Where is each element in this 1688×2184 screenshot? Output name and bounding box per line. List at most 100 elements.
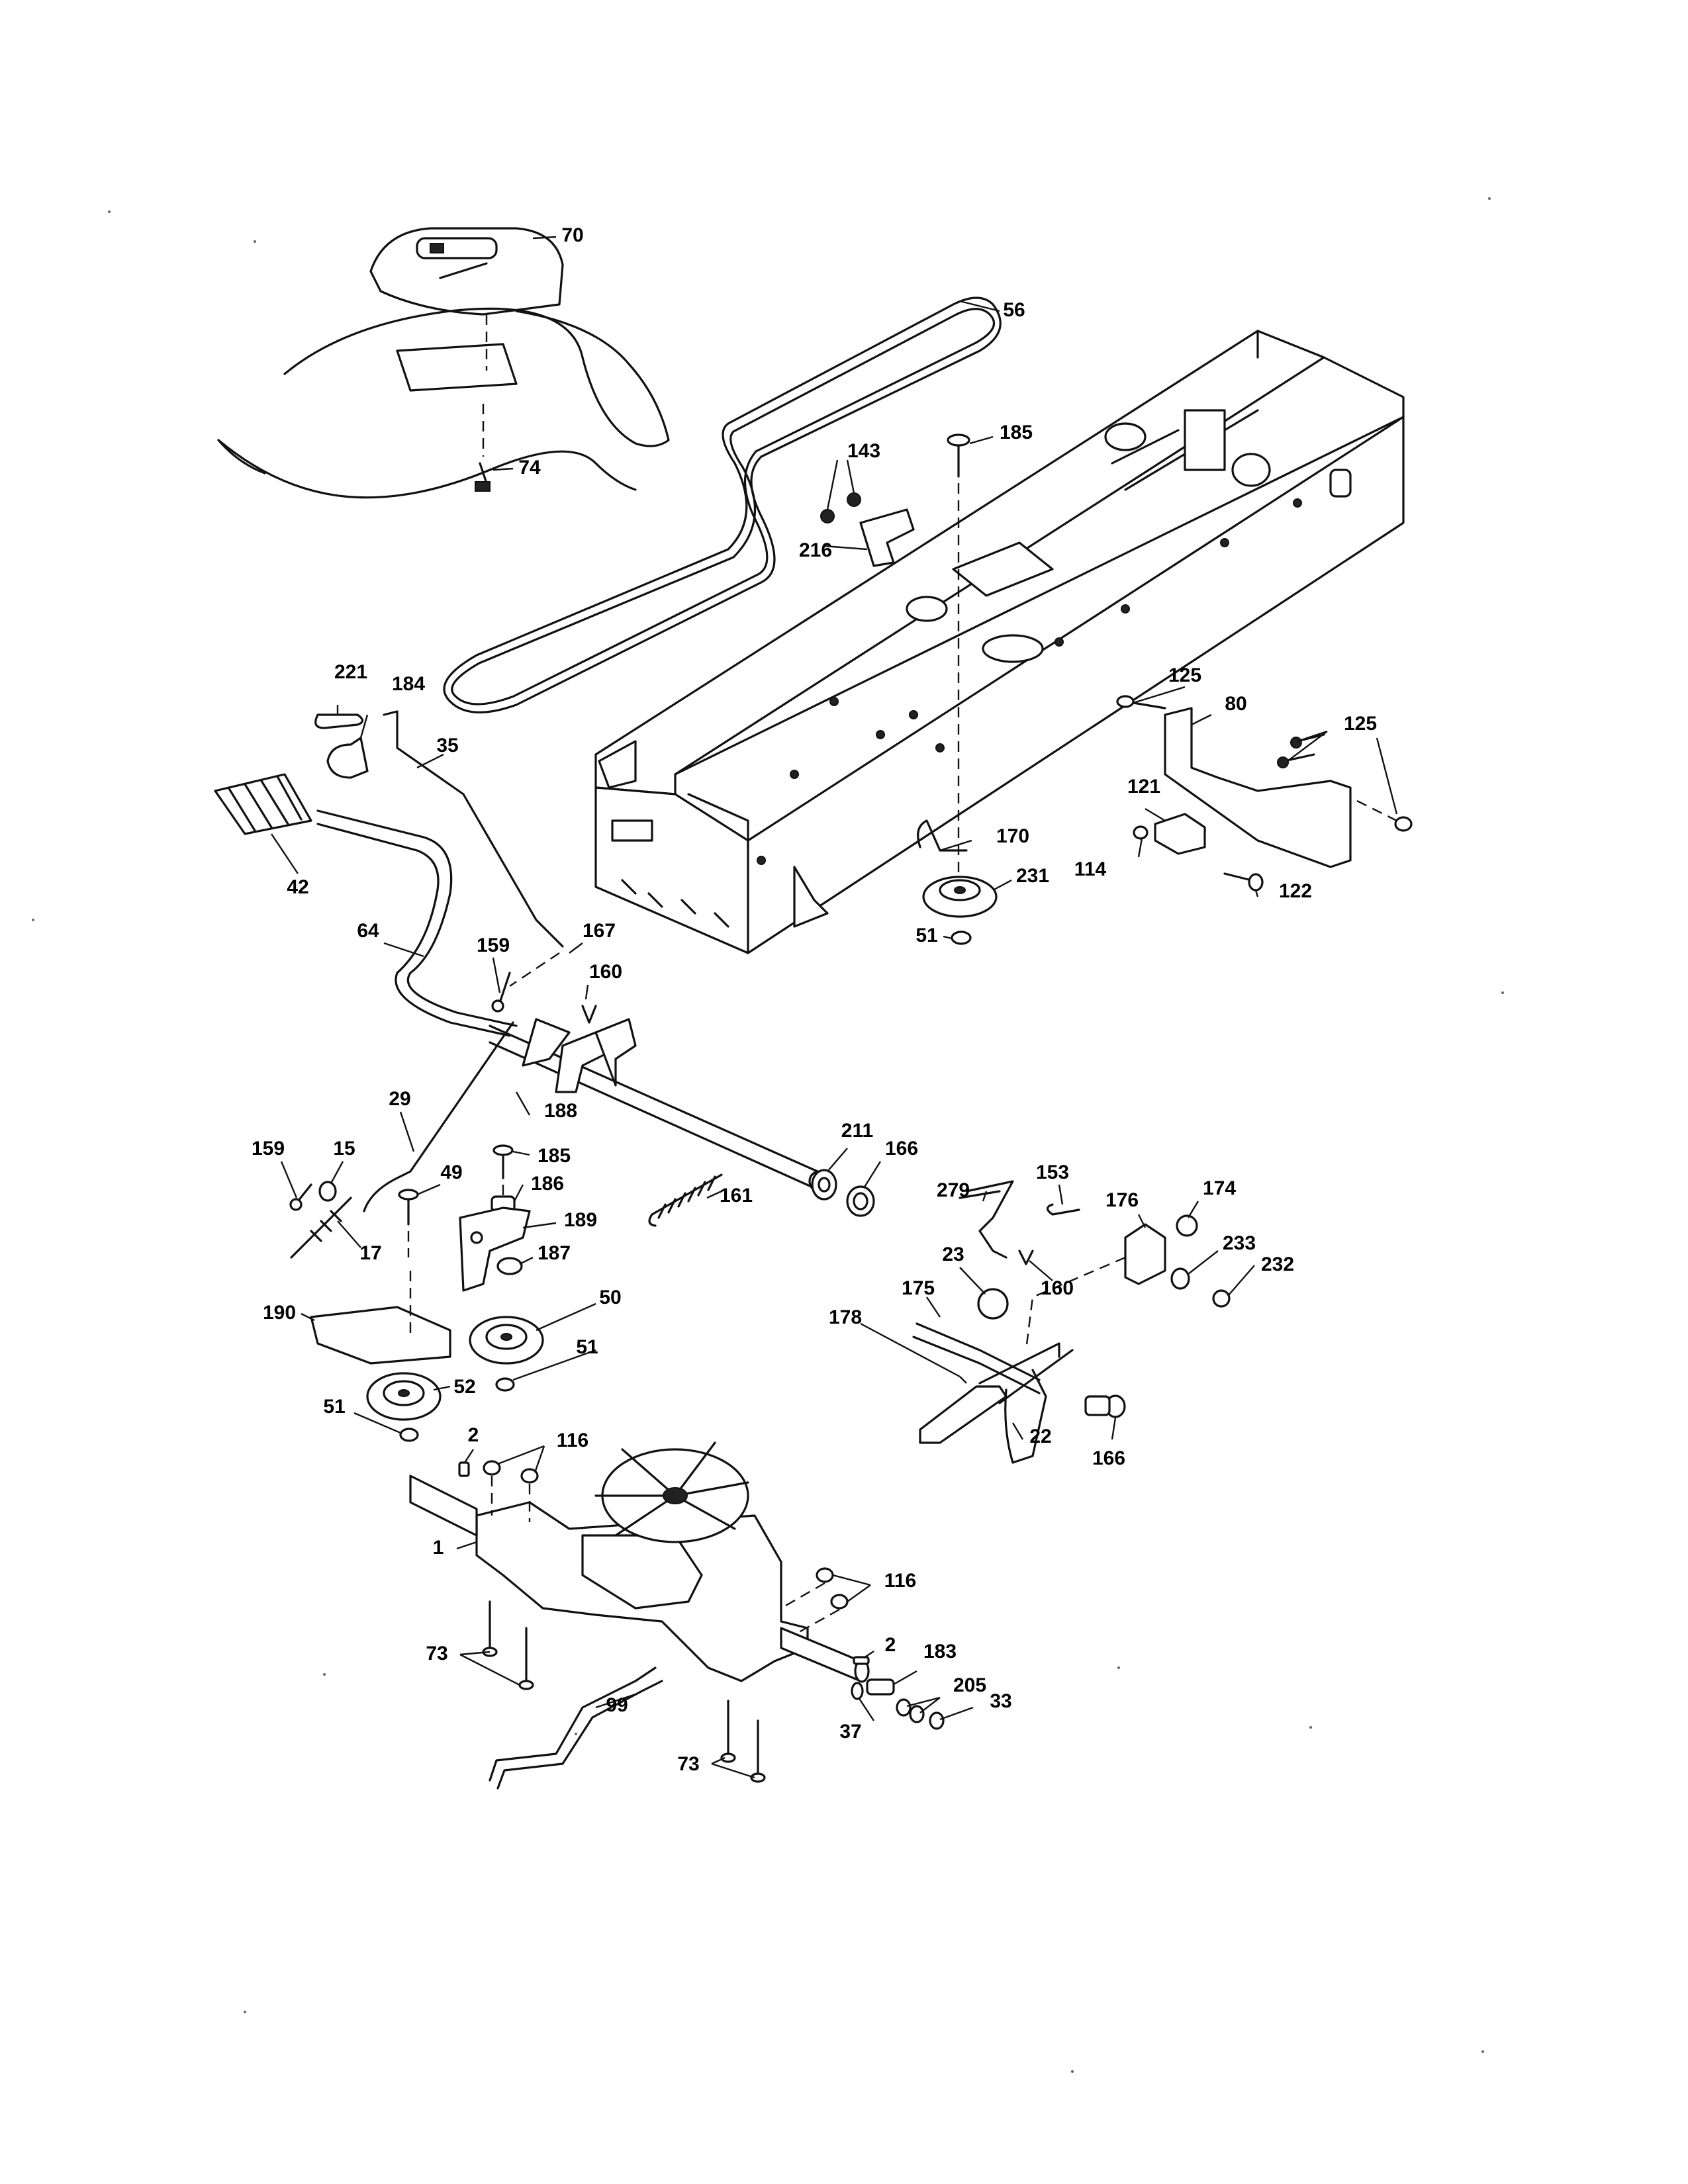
bolt-125-left	[1116, 695, 1166, 709]
nut-114	[1133, 825, 1149, 840]
cover-plate-80	[1164, 707, 1352, 868]
callout-186: 186	[531, 1173, 564, 1195]
nut-51-top	[951, 931, 972, 945]
key-2-lower	[853, 1656, 870, 1665]
pin-170	[917, 819, 968, 852]
shift-console-cover	[369, 227, 564, 316]
bolt-122	[1223, 872, 1264, 891]
callout-50: 50	[599, 1287, 621, 1308]
clip-221	[314, 713, 364, 729]
callout-125: 125	[1168, 664, 1201, 686]
spring-17	[290, 1197, 352, 1259]
idler-arm-189	[459, 1206, 531, 1292]
callout-51: 51	[323, 1396, 345, 1418]
bolt-185-top	[947, 433, 970, 880]
callout-184: 184	[392, 673, 425, 695]
bracket-216	[820, 492, 915, 567]
cooling-fan	[594, 1441, 749, 1543]
callout-73: 73	[677, 1753, 699, 1775]
callout-52: 52	[453, 1376, 475, 1398]
callout-99: 99	[606, 1694, 628, 1716]
fender	[217, 307, 670, 499]
callout-161: 161	[720, 1185, 753, 1206]
clip-160-lower	[1018, 1250, 1034, 1265]
bracket-176	[1025, 1223, 1166, 1351]
key-2-upper	[458, 1461, 470, 1477]
callout-160: 160	[589, 961, 622, 983]
clip-160-upper	[581, 1005, 597, 1024]
callout-56: 56	[1003, 299, 1025, 321]
pulley-231	[922, 876, 998, 918]
callout-216: 216	[799, 539, 832, 561]
washer-15	[318, 1181, 337, 1202]
ring-33	[929, 1711, 945, 1730]
callout-33: 33	[990, 1690, 1011, 1712]
callout-116: 116	[884, 1570, 916, 1592]
callout-125: 125	[1344, 713, 1377, 735]
callout-70: 70	[561, 224, 583, 246]
callout-185: 185	[538, 1145, 571, 1167]
callout-175: 175	[902, 1277, 935, 1299]
washer-187	[496, 1257, 523, 1275]
callout-73: 73	[426, 1643, 447, 1664]
callout-231: 231	[1016, 865, 1049, 887]
callout-37: 37	[839, 1721, 861, 1743]
nuts-116-upper	[483, 1460, 539, 1522]
leader-lines	[271, 236, 1398, 1779]
callout-64: 64	[357, 920, 379, 942]
bolts-73-bottom	[720, 1700, 766, 1783]
knob-184	[326, 737, 369, 779]
ring-166-upper	[846, 1185, 875, 1217]
pulley-50	[469, 1316, 544, 1365]
callout-42: 42	[287, 876, 308, 898]
rod-279	[959, 1180, 1014, 1259]
callout-279: 279	[937, 1179, 970, 1201]
callout-170: 170	[996, 825, 1029, 847]
ball-23	[977, 1288, 1009, 1320]
callout-22: 22	[1029, 1426, 1051, 1447]
rod-29	[363, 1021, 514, 1212]
drive-belt	[443, 296, 1002, 713]
lever-22	[1004, 1369, 1047, 1464]
callout-51: 51	[576, 1336, 598, 1358]
callout-188: 188	[544, 1100, 577, 1122]
callout-160: 160	[1041, 1277, 1074, 1299]
callout-143: 143	[847, 440, 880, 462]
callout-74: 74	[518, 457, 541, 478]
nut-51-low	[399, 1428, 419, 1442]
callout-2: 2	[468, 1424, 479, 1446]
callout-174: 174	[1203, 1177, 1236, 1199]
clip-153	[1046, 1203, 1080, 1216]
bolt-49	[398, 1189, 419, 1257]
callout-166: 166	[1092, 1447, 1125, 1469]
callout-183: 183	[923, 1641, 957, 1662]
callout-1: 1	[433, 1537, 444, 1559]
callout-23: 23	[942, 1244, 964, 1265]
bushing-211	[811, 1169, 837, 1201]
screw-74	[475, 462, 491, 492]
rod-99	[489, 1666, 663, 1790]
callout-166: 166	[885, 1138, 918, 1160]
lever-64	[316, 809, 518, 1037]
callout-167: 167	[583, 920, 616, 942]
callout-176: 176	[1105, 1189, 1139, 1211]
callout-29: 29	[389, 1088, 410, 1110]
callout-233: 233	[1223, 1232, 1256, 1254]
callout-15: 15	[333, 1138, 355, 1160]
callout-116: 116	[557, 1430, 588, 1451]
bracket-121	[1154, 813, 1206, 855]
callout-187: 187	[538, 1242, 571, 1264]
main-frame	[594, 330, 1405, 954]
callout-17: 17	[359, 1242, 381, 1264]
pin-159-lower	[289, 1183, 312, 1211]
spring-161	[648, 1173, 723, 1227]
nut-51-mid	[495, 1377, 515, 1392]
callout-178: 178	[829, 1306, 862, 1328]
shaft-175	[912, 1322, 1041, 1394]
callout-49: 49	[440, 1161, 462, 1183]
callout-190: 190	[263, 1302, 296, 1324]
callout-80: 80	[1225, 693, 1246, 715]
callout-211: 211	[841, 1120, 873, 1142]
bolt-185-mid	[492, 1144, 514, 1198]
